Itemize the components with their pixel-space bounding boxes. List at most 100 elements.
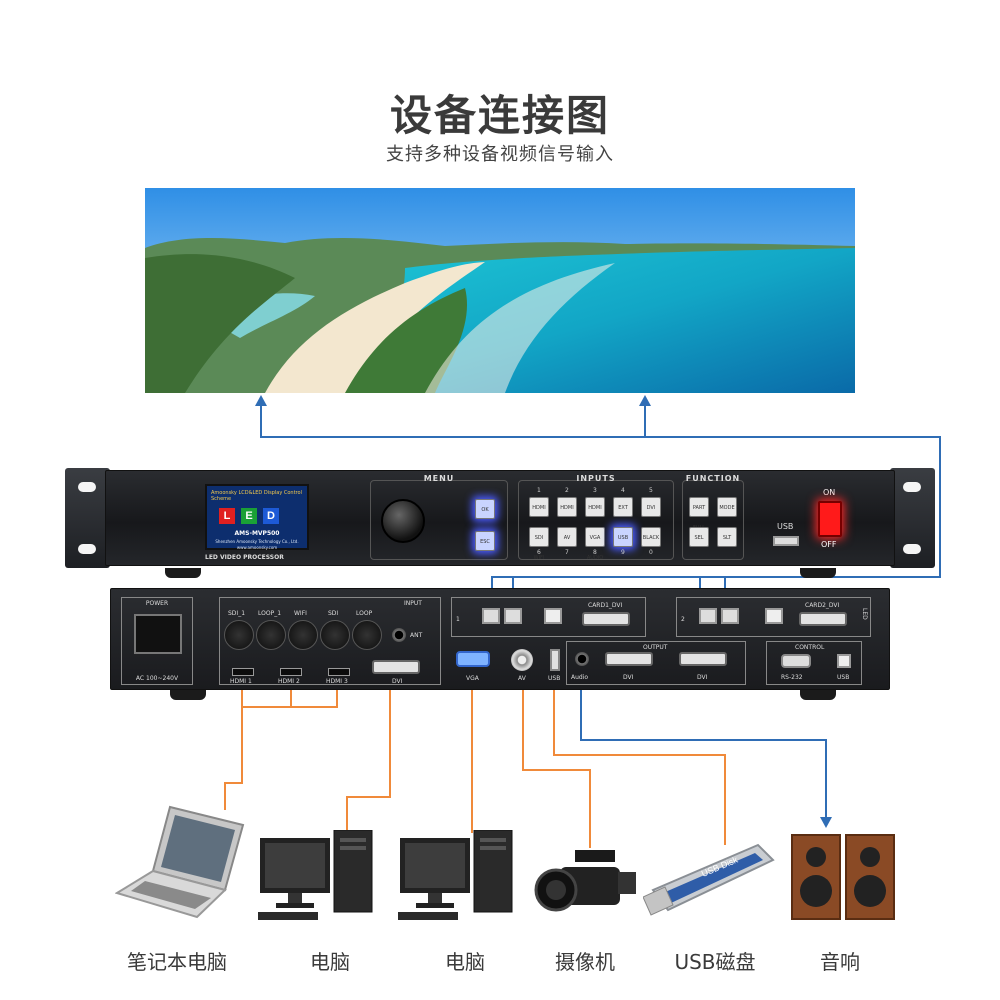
menu-knob[interactable] [381, 499, 425, 543]
page-title: 设备连接图 [0, 82, 1000, 143]
card1-rj45-port[interactable] [504, 608, 522, 624]
output-title: OUTPUT [643, 644, 667, 651]
led-letter: L [219, 508, 235, 524]
hdmi1-port[interactable] [232, 668, 254, 676]
usb-drive-icon: USB Disk [643, 835, 778, 924]
switch-on-label: ON [823, 488, 835, 497]
av-bnc-port[interactable] [511, 649, 533, 671]
output-dvi-port[interactable] [605, 652, 653, 666]
input-number: 3 [593, 487, 597, 494]
device-foot [170, 690, 206, 700]
card2-rj45-port[interactable] [699, 608, 717, 624]
control-section: CONTROL RS-232 USB [766, 641, 862, 685]
card1-dvi-port[interactable] [582, 612, 630, 626]
output-section: OUTPUT Audio DVI DVI [566, 641, 746, 685]
device-label-usb-disk: USB磁盘 [650, 946, 780, 975]
device-foot [800, 690, 836, 700]
input-button-hdmi1[interactable]: HDMI [529, 497, 549, 517]
esc-button[interactable]: ESC [475, 531, 495, 551]
sdi1-connector[interactable] [224, 620, 254, 650]
input-button-usb[interactable]: USB [613, 527, 633, 547]
hdmi3-port[interactable] [328, 668, 350, 676]
output-dvi-label: DVI [623, 674, 633, 681]
loop1-connector[interactable] [256, 620, 286, 650]
wifi-connector[interactable] [288, 620, 318, 650]
input-button-ext[interactable]: EXT [613, 497, 633, 517]
inputs-group: INPUTS 1 2 3 4 5 HDMI HDMI HDMI EXT DVI … [518, 480, 674, 560]
antenna-connector[interactable] [392, 628, 406, 642]
processor-front-panel: Amoonsky LCD&LED Display Control Scheme … [65, 468, 935, 573]
connector-label: WIFI [294, 610, 307, 617]
brand-display: Amoonsky LCD&LED Display Control Scheme … [205, 484, 309, 550]
device-label-computer-1: 电脑 [280, 946, 380, 975]
input-title: INPUT [404, 600, 422, 607]
rear-usb-label: USB [548, 675, 560, 682]
function-button-slt[interactable]: SLT [717, 527, 737, 547]
input-number: 4 [621, 487, 625, 494]
front-usb-port[interactable] [773, 536, 799, 546]
input-button-black[interactable]: BLACK [641, 527, 661, 547]
audio-label: Audio [571, 674, 588, 681]
input-button-dvi[interactable]: DVI [641, 497, 661, 517]
input-button-hdmi3[interactable]: HDMI [585, 497, 605, 517]
input-number: 6 [537, 549, 541, 556]
input-number: 7 [565, 549, 569, 556]
dvi-input-port[interactable] [372, 660, 420, 674]
power-switch[interactable] [818, 501, 842, 537]
card2-rj45-port[interactable] [721, 608, 739, 624]
switch-off-label: OFF [821, 540, 837, 549]
front-usb-label: USB [777, 522, 793, 531]
ant-label: ANT [410, 632, 422, 639]
ok-button[interactable]: OK [475, 499, 495, 519]
input-button-vga[interactable]: VGA AUDIO [585, 527, 605, 547]
input-number: 5 [649, 487, 653, 494]
function-button-part-full[interactable]: PART FULL [689, 497, 709, 517]
control-usb-port[interactable] [837, 654, 851, 668]
input-button-hdmi2[interactable]: HDMI [557, 497, 577, 517]
menu-group: MENU OK ESC [370, 480, 508, 560]
rear-usb-port[interactable] [550, 649, 560, 671]
function-button-sel[interactable]: SEL [689, 527, 709, 547]
connector-label: LOOP [356, 610, 372, 617]
device-label-speaker: 音响 [790, 946, 890, 975]
card2-label: CARD2_DVI [805, 602, 839, 609]
ac-power-socket[interactable] [134, 614, 182, 654]
power-section: POWER AC 100~240V [121, 597, 193, 685]
input-button-av[interactable]: AV [557, 527, 577, 547]
brand-tagline: Amoonsky LCD&LED Display Control Scheme [211, 490, 307, 502]
input-button-sdi-wifi[interactable]: SDI WIFI [529, 527, 549, 547]
function-button-mode[interactable]: MODE [717, 497, 737, 517]
rack-hole [903, 482, 921, 492]
control-title: CONTROL [795, 644, 824, 651]
card2-dvi-port[interactable] [799, 612, 847, 626]
desktop-computer-icon [258, 830, 378, 929]
sdi-connector[interactable] [320, 620, 350, 650]
vga-port[interactable] [456, 651, 490, 667]
inputs-title: INPUTS [519, 474, 673, 483]
rs232-label: RS-232 [781, 674, 803, 681]
video-camera-icon [530, 842, 640, 926]
hdmi2-port[interactable] [280, 668, 302, 676]
model-name: AMS-MVP500 [207, 530, 307, 537]
loop-connector[interactable] [352, 620, 382, 650]
hdmi-label: HDMI 1 [230, 678, 252, 685]
rack-hole [903, 544, 921, 554]
card1-label: CARD1_DVI [588, 602, 622, 609]
output-dvi-port[interactable] [679, 652, 727, 666]
speaker-icon [790, 833, 900, 927]
dvi-input-label: DVI [392, 678, 402, 685]
rs232-port[interactable] [781, 654, 811, 668]
page-subtitle: 支持多种设备视频信号输入 [0, 140, 1000, 166]
website: www.amoonsky.com [207, 545, 307, 550]
connector-label: SDI_1 [228, 610, 245, 617]
card2-section: 2 CARD2_DVI LED [676, 597, 871, 637]
card1-usb-b-port[interactable] [544, 608, 562, 624]
connector-label: SDI [328, 610, 338, 617]
card2-usb-b-port[interactable] [765, 608, 783, 624]
function-group: FUNCTION PART FULL MODE SEL SLT [682, 480, 744, 560]
led-letter: D [263, 508, 279, 524]
audio-jack[interactable] [575, 652, 589, 666]
device-foot [800, 568, 836, 578]
card1-rj45-port[interactable] [482, 608, 500, 624]
output-dvi-label: DVI [697, 674, 707, 681]
